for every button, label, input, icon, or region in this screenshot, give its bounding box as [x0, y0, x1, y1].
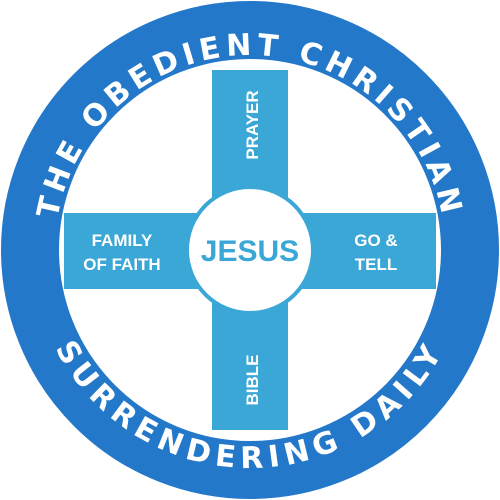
spoke-right-label-line2: TELL: [355, 255, 398, 274]
hub-center: [189, 189, 311, 311]
spoke-top-label: PRAYER: [243, 90, 262, 159]
spoke-left-label-line2: OF FAITH: [83, 255, 160, 274]
spoke-bottom-label: BIBLE: [243, 355, 262, 406]
hub-label: JESUS: [201, 235, 299, 268]
spoke-left-label-line1: FAMILY: [92, 231, 153, 250]
spoke-right-label-line1: GO &: [354, 231, 397, 250]
